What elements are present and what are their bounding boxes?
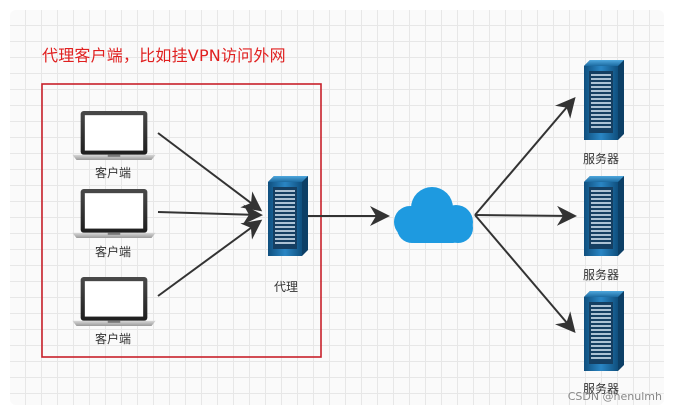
arrow-cloud-to-server-2 xyxy=(474,205,577,226)
client-proxy-frame xyxy=(41,83,322,358)
proxy-server-icon xyxy=(267,176,308,256)
server-label: 服务器 xyxy=(582,152,620,166)
grid-canvas xyxy=(10,10,664,405)
arrow-client-2-to-proxy xyxy=(157,204,263,225)
client-label: 客户端 xyxy=(94,245,132,259)
arrow-cloud-to-server-1 xyxy=(474,96,576,216)
laptop-icon xyxy=(72,189,156,238)
server-label: 服务器 xyxy=(582,382,620,396)
diagram-graphics xyxy=(41,60,624,372)
diagram-title: 代理客户端，比如挂VPN访问外网 xyxy=(42,46,286,65)
client-label: 客户端 xyxy=(94,332,132,346)
server-icon xyxy=(583,60,624,140)
watermark: CSDN @henulmh xyxy=(567,390,662,403)
server-icon xyxy=(583,175,624,257)
arrow-client-1-to-proxy xyxy=(157,132,263,212)
proxy-label: 代理 xyxy=(273,280,299,294)
server-label: 服务器 xyxy=(582,268,620,282)
arrow-cloud-to-server-3 xyxy=(474,214,576,334)
server-icon xyxy=(583,290,624,372)
client-label: 客户端 xyxy=(94,166,132,180)
laptop-icon xyxy=(72,277,156,326)
cloud-icon xyxy=(394,187,473,243)
arrow-client-3-to-proxy xyxy=(157,219,263,297)
laptop-icon xyxy=(72,111,156,160)
